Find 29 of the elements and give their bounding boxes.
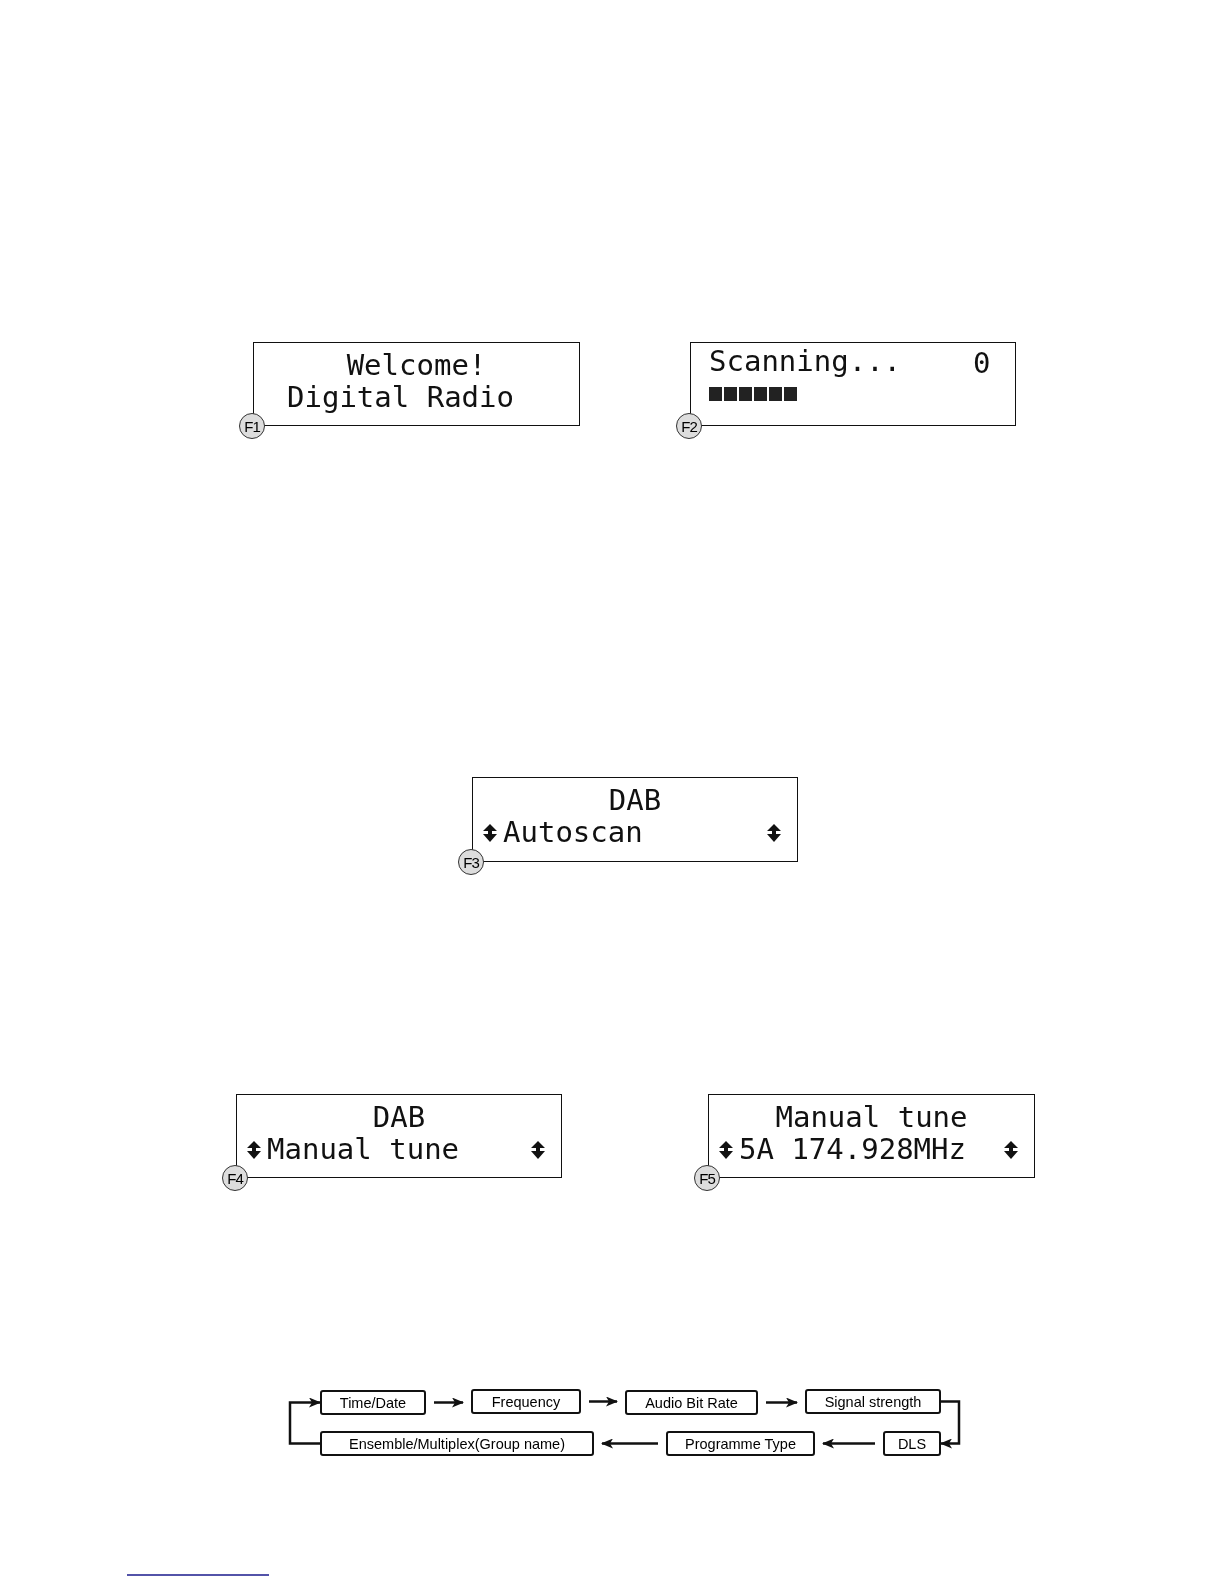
arrow	[822, 1438, 875, 1449]
arrow	[940, 1400, 961, 1449]
display-text: Manual tune	[775, 1103, 968, 1132]
display-text: Autoscan	[503, 818, 643, 847]
callout-number: F4	[222, 1165, 248, 1191]
callout-number: F2	[676, 413, 702, 439]
arrow	[434, 1397, 464, 1408]
callout-number: F1	[239, 413, 265, 439]
display-text: Scanning...	[709, 347, 902, 376]
menu-box: Frequency	[471, 1389, 581, 1414]
menu-box: Signal strength	[805, 1389, 941, 1414]
callout-number: F5	[694, 1165, 720, 1191]
arrow	[589, 1396, 618, 1407]
display-text: 5A 174.928MHz	[739, 1135, 966, 1164]
callout-number: F3	[458, 849, 484, 875]
arrow	[288, 1397, 321, 1445]
menu-box: Time/Date	[320, 1390, 426, 1415]
menu-box: DLS	[883, 1431, 941, 1456]
menu-box: Audio Bit Rate	[625, 1390, 758, 1415]
menu-box: Programme Type	[666, 1431, 815, 1456]
display-text: 0	[973, 349, 991, 378]
arrow	[766, 1397, 798, 1408]
display-text: Welcome!	[346, 351, 487, 380]
display-text: DAB	[608, 786, 662, 815]
display-text: Manual tune	[267, 1135, 460, 1164]
menu-box: Ensemble/Multiplex(Group name)	[320, 1431, 594, 1456]
display-text: Digital Radio	[287, 383, 514, 412]
arrow	[601, 1438, 658, 1449]
display-text: DAB	[372, 1103, 426, 1132]
